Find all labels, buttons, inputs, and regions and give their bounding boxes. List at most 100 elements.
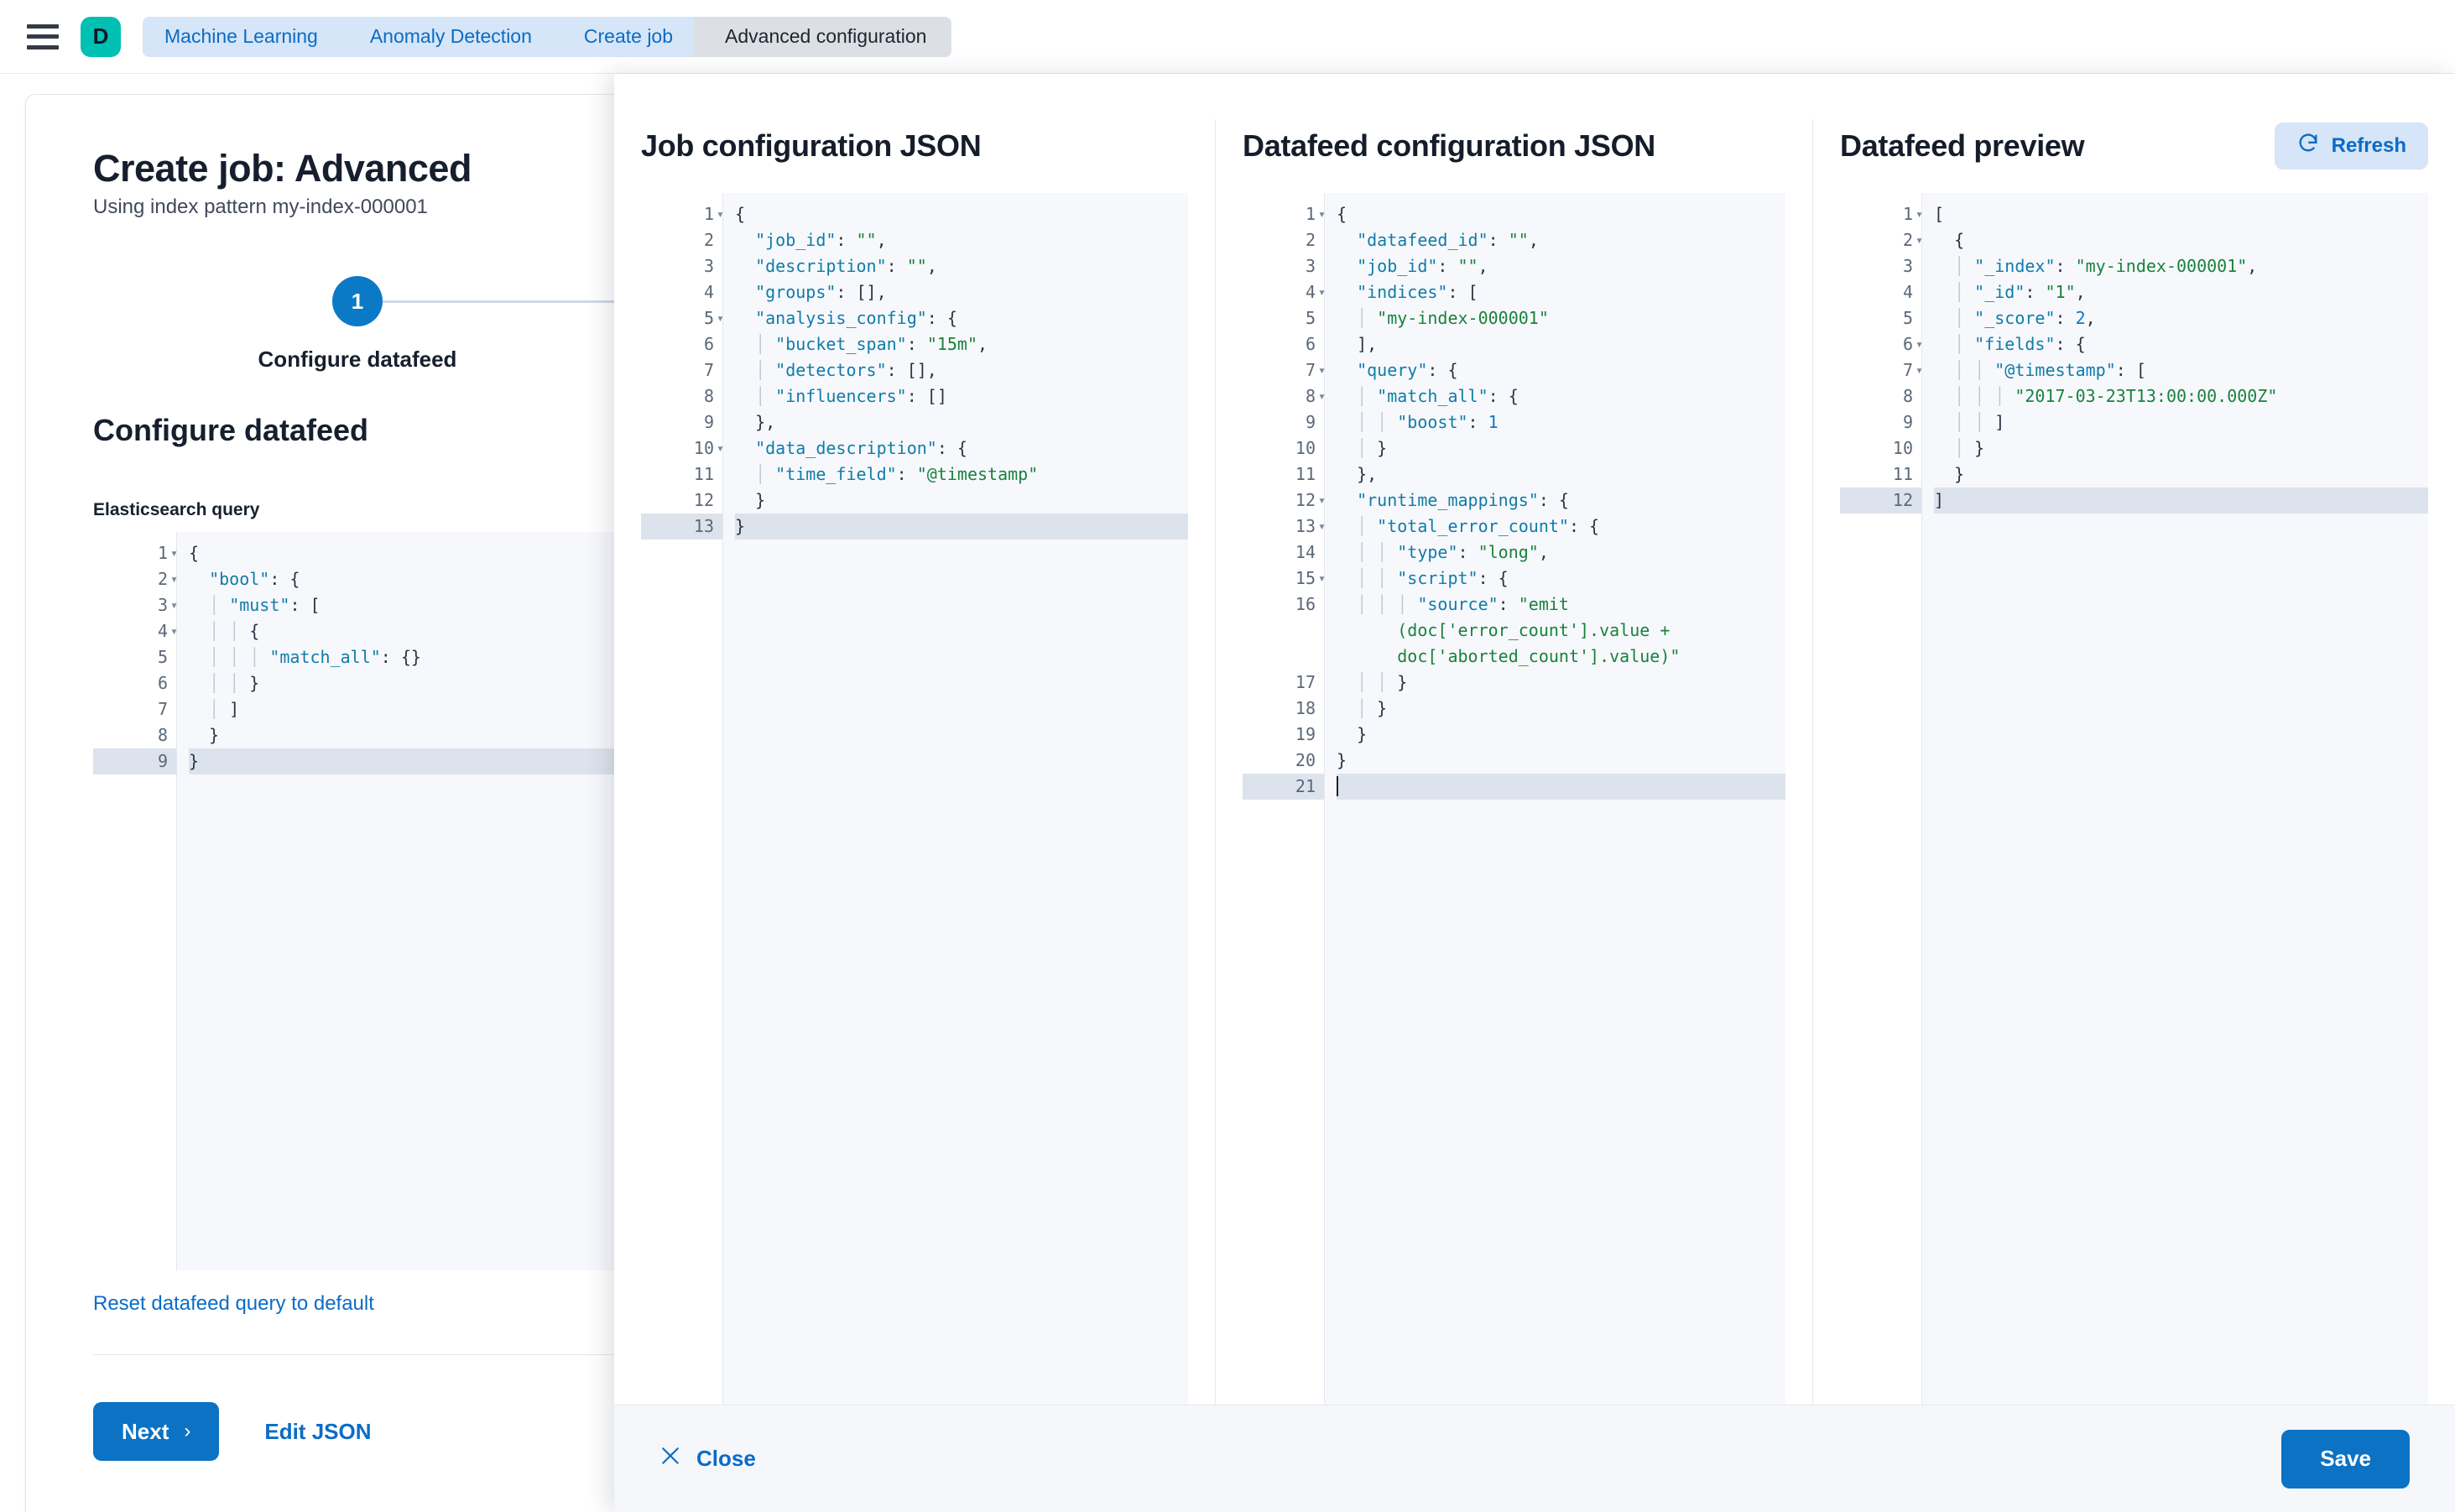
editor-code-area[interactable]: { "job_id": "", "description": "", "grou… — [723, 193, 1188, 1405]
editor-code-line: │ "must": [ — [189, 592, 872, 618]
editor-code-line: { — [189, 540, 872, 566]
stepper-step-1-badge[interactable]: 1 — [332, 276, 383, 326]
breadcrumb-chevron-icon — [552, 16, 570, 57]
save-button[interactable]: Save — [2281, 1429, 2410, 1489]
code-token — [735, 412, 755, 432]
code-token: "data_description" — [755, 438, 937, 458]
breadcrumb: Machine Learning Anomaly Detection Creat… — [143, 16, 952, 57]
editor-line-number: 8 — [157, 725, 168, 745]
breadcrumb-item-advanced-configuration[interactable]: Advanced configuration — [695, 16, 952, 57]
close-button[interactable]: Close — [659, 1445, 756, 1473]
editor-code-area[interactable]: { "datafeed_id": "", "job_id": "", "indi… — [1325, 193, 1785, 1405]
fold-arrow-icon[interactable]: ▾ — [716, 310, 724, 326]
code-token: "2017-03-23T13:00:00.000Z" — [2015, 386, 2278, 406]
editor-code-line: "description": "", — [735, 253, 1188, 279]
fold-arrow-icon[interactable]: ▾ — [1317, 493, 1326, 508]
fold-arrow-icon[interactable]: ▾ — [1317, 284, 1326, 300]
code-token: "influencers" — [775, 386, 907, 406]
breadcrumb-item-anomaly-detection[interactable]: Anomaly Detection — [339, 16, 570, 57]
editor-code-area[interactable]: [ { │ "_index": "my-index-000001", │ "_i… — [1922, 193, 2428, 1405]
code-token: : {} — [380, 647, 421, 667]
code-token: "type" — [1397, 542, 1458, 562]
breadcrumb-item-create-job[interactable]: Create job — [553, 16, 711, 57]
code-token — [735, 308, 755, 328]
code-token: │ │ │ — [1934, 386, 2015, 406]
fold-arrow-icon[interactable]: ▾ — [716, 441, 724, 456]
code-token: ] — [1934, 490, 1945, 510]
code-token: : { — [1427, 360, 1458, 380]
code-token: } — [1954, 464, 1965, 484]
code-token: "_score" — [1974, 308, 2056, 328]
pane-title: Job configuration JSON — [641, 128, 982, 163]
code-token — [1337, 334, 1357, 354]
editor-line-number: 6 — [157, 673, 168, 693]
fold-arrow-icon[interactable]: ▾ — [1915, 362, 1923, 378]
editor-line-number: 11 — [1892, 464, 1913, 484]
code-token: "time_field" — [775, 464, 897, 484]
chevron-right-icon: › — [184, 1420, 191, 1442]
editor-line-number: 11 — [1295, 464, 1316, 484]
code-token: } — [1337, 750, 1347, 770]
code-token: } — [1397, 672, 1408, 692]
code-token: │ — [1337, 308, 1378, 328]
code-token: │ │ — [1337, 672, 1398, 692]
refresh-button[interactable]: Refresh — [2274, 123, 2428, 169]
editor-line-number: 12 — [693, 490, 714, 510]
editor-code-line: "runtime_mappings": { — [1337, 487, 1785, 514]
deployment-logo[interactable]: D — [81, 16, 121, 57]
code-token: "job_id" — [755, 230, 837, 250]
editor-line-number: 2 — [1305, 230, 1316, 250]
code-token: }, — [1357, 464, 1378, 484]
editor-line-number: 19 — [1295, 724, 1316, 744]
fold-arrow-icon[interactable]: ▾ — [1317, 519, 1326, 534]
editor-line-number: 2▾ — [93, 566, 178, 592]
code-token: : { — [1568, 516, 1600, 536]
pane-header: Datafeed preview Refresh — [1840, 119, 2428, 173]
editor-line-number: 12 — [1840, 487, 1921, 514]
fold-arrow-icon[interactable]: ▾ — [169, 623, 178, 639]
hamburger-menu-icon[interactable] — [27, 23, 59, 50]
editor-line-number: 8 — [1902, 386, 1913, 406]
editor-code-line: } — [1337, 722, 1785, 748]
code-token: : — [2025, 282, 2046, 302]
code-token: │ │ — [1337, 568, 1398, 588]
fold-arrow-icon[interactable]: ▾ — [716, 206, 724, 222]
fold-arrow-icon[interactable]: ▾ — [1317, 362, 1326, 378]
editor-code-line: │ │ "type": "long", — [1337, 540, 1785, 566]
editor-code-line: "datafeed_id": "", — [1337, 227, 1785, 253]
code-token: { — [189, 543, 200, 563]
editor-code-line: │ "_score": 2, — [1934, 305, 2428, 331]
fold-arrow-icon[interactable]: ▾ — [169, 545, 178, 560]
code-token: : — [906, 334, 927, 354]
editor-line-number: 5 — [157, 647, 168, 667]
edit-json-button[interactable]: Edit JSON — [264, 1418, 372, 1444]
code-token: , — [2085, 308, 2096, 328]
breadcrumb-item-machine-learning[interactable]: Machine Learning — [143, 16, 356, 57]
editor-code-line: "job_id": "", — [1337, 253, 1785, 279]
fold-arrow-icon[interactable]: ▾ — [169, 597, 178, 613]
code-token: "emit (doc['error_count'].value + doc['a… — [1397, 594, 1681, 666]
fold-arrow-icon[interactable]: ▾ — [1915, 232, 1923, 248]
fold-arrow-icon[interactable]: ▾ — [1317, 571, 1326, 586]
reset-datafeed-query-link[interactable]: Reset datafeed query to default — [93, 1292, 374, 1315]
code-token: } — [735, 516, 746, 536]
footer-divider — [93, 1354, 872, 1355]
fold-arrow-icon[interactable]: ▾ — [169, 571, 178, 587]
next-button[interactable]: Next › — [93, 1402, 220, 1461]
code-token: "" — [1457, 256, 1478, 276]
fold-arrow-icon[interactable]: ▾ — [1317, 388, 1326, 404]
code-token: "match_all" — [269, 647, 381, 667]
code-token: , — [1538, 542, 1549, 562]
editor-line-number: 20 — [1295, 750, 1316, 770]
code-token: │ — [1337, 386, 1378, 406]
breadcrumb-label: Anomaly Detection — [369, 25, 532, 47]
fold-arrow-icon[interactable]: ▾ — [1317, 206, 1326, 222]
code-token — [189, 569, 209, 589]
fold-arrow-icon[interactable]: ▾ — [1915, 206, 1923, 222]
fold-arrow-icon[interactable]: ▾ — [1915, 336, 1923, 352]
